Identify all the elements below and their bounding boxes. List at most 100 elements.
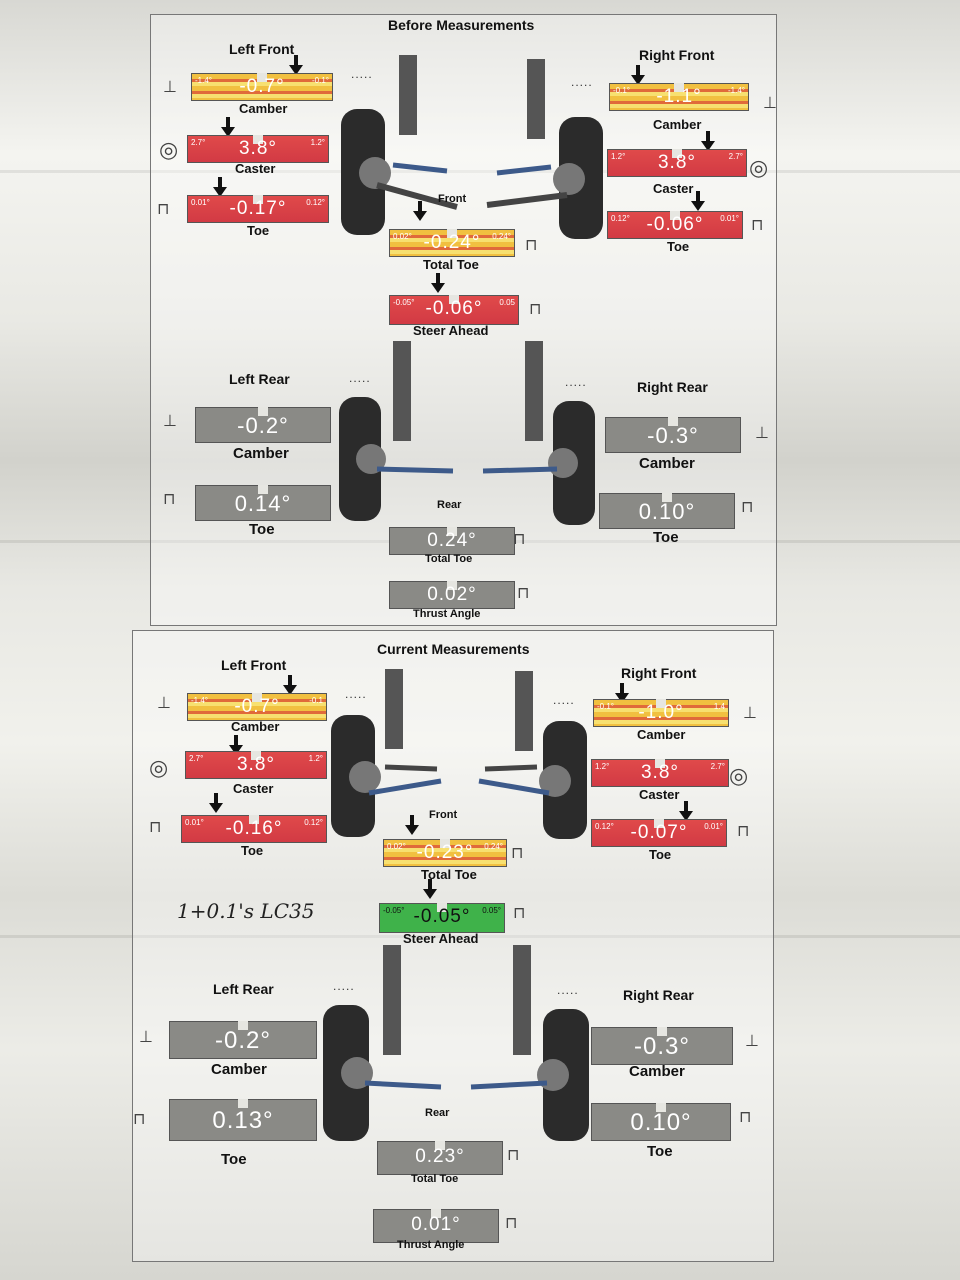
camber-gauge: -1.4°-0.1° -0.7°: [191, 73, 333, 101]
caster-value: 3.8°: [236, 754, 275, 775]
caster-value: 3.8°: [657, 152, 696, 173]
wheel-label: Left Rear: [213, 981, 274, 997]
wheel-label: Right Front: [639, 47, 715, 63]
caster-value: 3.8°: [640, 762, 679, 783]
toe-icon: ⊓: [737, 823, 750, 840]
camber-icon: ⊥: [139, 1029, 153, 1046]
dots: .....: [333, 979, 355, 993]
rear-suspension-image: [339, 341, 595, 525]
toe-value: -0.07°: [630, 822, 688, 843]
toe-gauge: 0.14°: [195, 485, 331, 521]
camber-caption: Camber: [231, 719, 280, 734]
toe-value: -0.17°: [229, 198, 287, 219]
caster-wheel-icon: ◎: [149, 755, 169, 780]
arrow-icon: [691, 191, 705, 211]
steer-ahead-value: -0.05°: [413, 906, 471, 927]
handwritten-note: 1+0.1's LC35: [177, 899, 315, 923]
dots: .....: [345, 687, 367, 701]
caster-caption: Caster: [653, 181, 694, 196]
camber-gauge: -0.2°: [195, 407, 331, 443]
toe-value: 0.10°: [638, 499, 696, 524]
toe-caption: Toe: [653, 529, 679, 546]
front-label: Front: [429, 809, 458, 821]
front-label: Front: [438, 193, 467, 205]
arrow-icon: [229, 735, 243, 755]
toe-icon: ⊓: [149, 819, 162, 836]
caster-caption: Caster: [233, 781, 274, 796]
caster-wheel-icon: ◎: [729, 763, 749, 788]
toe-caption: Toe: [647, 1143, 673, 1160]
section-title: Before Measurements: [388, 17, 535, 33]
camber-value: -0.7°: [239, 76, 285, 97]
toe-gauge: 0.13°: [169, 1099, 317, 1141]
caster-wheel-icon: ◎: [159, 137, 179, 162]
thrust-icon: ⊓: [517, 585, 530, 602]
steer-ahead-caption: Steer Ahead: [413, 323, 489, 338]
toe-icon: ⊓: [157, 201, 170, 218]
toe-icon: ⊓: [133, 1111, 146, 1128]
camber-gauge: -1.4°-0.1 -0.7°: [187, 693, 327, 721]
steer-icon: ⊓: [513, 905, 526, 922]
steer-icon: ⊓: [529, 301, 542, 318]
wheel-label: Right Rear: [623, 987, 694, 1003]
camber-gauge: -0.3°: [605, 417, 741, 453]
rear-total-toe-gauge: 0.24°: [389, 527, 515, 555]
caster-gauge: 1.2°2.7° 3.8°: [607, 149, 747, 177]
arrow-icon: [289, 55, 303, 75]
camber-caption: Camber: [653, 117, 702, 132]
fold-line: [0, 935, 960, 938]
steer-ahead-gauge: -0.05°0.05° -0.05°: [379, 903, 505, 933]
camber-value: -0.3°: [634, 1033, 690, 1060]
toe-caption: Toe: [667, 239, 690, 254]
arrow-icon: [423, 879, 437, 899]
rear-total-toe-value: 0.24°: [427, 530, 477, 551]
caster-gauge: 1.2°2.7° 3.8°: [591, 759, 729, 787]
arrow-icon: [221, 117, 235, 137]
arrow-icon: [209, 793, 223, 813]
camber-icon: ⊥: [157, 695, 171, 712]
camber-value: -0.2°: [237, 413, 289, 438]
arrow-icon: [431, 273, 445, 293]
toe-gauge: 0.10°: [599, 493, 735, 529]
dots: .....: [349, 371, 371, 385]
camber-caption: Camber: [637, 727, 686, 742]
toe-caption: Toe: [241, 843, 264, 858]
total-toe-caption: Total Toe: [423, 257, 479, 272]
front-suspension-image: [341, 55, 603, 239]
arrow-icon: [701, 131, 715, 151]
wheel-label: Right Front: [621, 665, 697, 681]
total-toe-value: -0.23°: [416, 842, 474, 863]
toe-icon: ⊓: [751, 217, 764, 234]
total-toe-gauge: 0.02°0.24° -0.24°: [389, 229, 515, 257]
rear-label: Rear: [425, 1107, 450, 1119]
toe-caption: Toe: [249, 521, 275, 538]
thrust-value: 0.02°: [427, 584, 477, 605]
camber-icon: ⊥: [745, 1033, 759, 1050]
camber-gauge: -0.1°1.4 -1.0°: [593, 699, 729, 727]
rear-total-toe-gauge: 0.23°: [377, 1141, 503, 1175]
camber-icon: ⊥: [763, 95, 777, 112]
arrow-icon: [413, 201, 427, 221]
camber-icon: ⊥: [755, 425, 769, 442]
toe-value: -0.16°: [225, 818, 283, 839]
steer-ahead-caption: Steer Ahead: [403, 931, 479, 946]
toe-gauge: 0.10°: [591, 1103, 731, 1141]
camber-caption: Camber: [239, 101, 288, 116]
toe-value: 0.10°: [630, 1109, 692, 1136]
thrust-value: 0.01°: [411, 1214, 461, 1235]
caster-gauge: 2.7°1.2° 3.8°: [185, 751, 327, 779]
toe-icon: ⊓: [511, 845, 524, 862]
dots: .....: [565, 375, 587, 389]
camber-icon: ⊥: [163, 79, 177, 96]
caster-caption: Caster: [639, 787, 680, 802]
camber-value: -1.1°: [656, 86, 702, 107]
caster-wheel-icon: ◎: [749, 155, 769, 180]
rear-total-toe-value: 0.23°: [415, 1146, 465, 1167]
camber-value: -0.3°: [647, 423, 699, 448]
toe-icon: ⊓: [513, 531, 526, 548]
arrow-icon: [213, 177, 227, 197]
toe-icon: ⊓: [507, 1147, 520, 1164]
arrow-icon: [631, 65, 645, 85]
thrust-caption: Thrust Angle: [413, 608, 481, 620]
